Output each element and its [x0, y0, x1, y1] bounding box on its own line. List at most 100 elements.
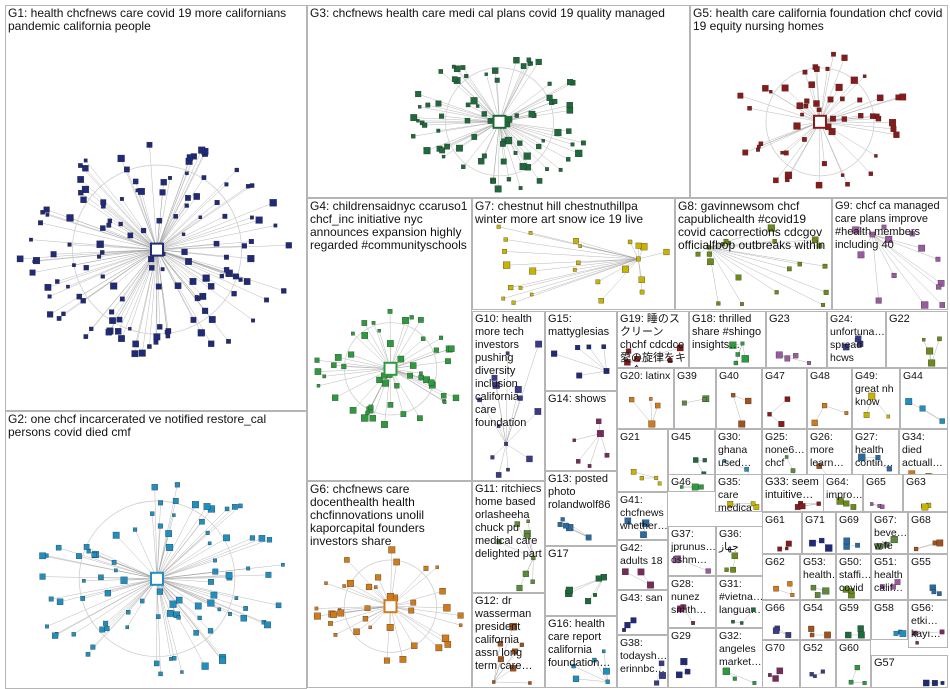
node	[732, 553, 738, 559]
node	[388, 309, 392, 313]
cluster-g61: G61	[762, 512, 802, 554]
node	[194, 193, 200, 199]
cluster-network	[308, 482, 472, 688]
node	[914, 547, 918, 551]
node	[361, 415, 368, 422]
cluster-network	[872, 555, 908, 600]
cluster-network	[308, 199, 472, 481]
node	[112, 560, 116, 564]
node	[84, 265, 89, 270]
cluster-g23: G23	[766, 311, 827, 368]
node	[831, 52, 835, 56]
node	[235, 168, 239, 172]
node	[281, 563, 284, 566]
node	[177, 616, 181, 620]
node	[740, 302, 743, 305]
cluster-g38: G38: todaysh… erinnbc…	[617, 635, 668, 688]
node	[707, 252, 712, 257]
edge	[579, 371, 606, 376]
node	[496, 472, 501, 477]
node	[566, 587, 573, 594]
node	[664, 249, 670, 255]
node	[491, 455, 495, 459]
node	[394, 383, 399, 388]
node	[571, 143, 575, 147]
cluster-network	[546, 617, 617, 688]
node	[870, 114, 875, 119]
node	[576, 459, 580, 463]
node	[515, 114, 519, 118]
node	[572, 664, 576, 668]
node	[626, 349, 631, 354]
node	[174, 214, 178, 218]
node	[777, 668, 783, 674]
node	[159, 672, 163, 676]
node	[887, 415, 890, 418]
cluster-g1: G1: health chcfnews care covid 19 more c…	[5, 5, 307, 411]
node	[198, 616, 202, 620]
node	[723, 459, 726, 462]
node	[941, 681, 944, 684]
node	[343, 584, 346, 587]
node	[225, 183, 229, 187]
node	[844, 544, 850, 550]
edge	[638, 252, 666, 259]
node	[492, 68, 498, 74]
node	[78, 190, 83, 195]
node	[387, 340, 393, 346]
node	[30, 270, 36, 276]
node	[421, 337, 425, 341]
node	[654, 476, 658, 480]
node	[932, 590, 936, 594]
node	[791, 468, 795, 472]
node	[840, 97, 844, 101]
node	[169, 657, 172, 660]
node	[745, 467, 749, 471]
node	[804, 99, 809, 104]
node	[905, 398, 912, 405]
node	[105, 590, 111, 596]
edge	[494, 627, 513, 682]
node	[84, 159, 87, 162]
node	[636, 243, 642, 249]
node	[124, 167, 129, 172]
cluster-network	[801, 601, 836, 640]
node	[485, 73, 488, 76]
node	[668, 358, 672, 362]
node	[751, 608, 755, 612]
node	[821, 670, 825, 674]
node	[517, 585, 523, 591]
node	[208, 628, 213, 633]
edge	[632, 400, 652, 424]
cluster-g67: G67: beve… wife	[871, 512, 908, 554]
node	[165, 330, 169, 334]
node	[622, 569, 628, 575]
node	[315, 607, 318, 610]
node	[741, 342, 744, 345]
node	[830, 116, 835, 121]
node	[895, 579, 900, 584]
node	[429, 380, 435, 386]
node	[167, 610, 173, 616]
node	[175, 482, 180, 487]
cluster-g58: G58	[871, 600, 908, 640]
node	[928, 360, 935, 367]
node	[324, 582, 327, 585]
cluster-g47: G47	[762, 368, 807, 429]
node	[573, 238, 578, 243]
cluster-network	[669, 629, 716, 688]
node	[55, 279, 59, 283]
node	[882, 225, 886, 229]
node	[120, 197, 124, 201]
edge	[136, 250, 157, 344]
node	[497, 225, 501, 229]
node	[439, 336, 443, 340]
node	[647, 582, 654, 589]
node	[576, 261, 580, 265]
node	[519, 286, 522, 289]
node	[417, 416, 422, 421]
node	[382, 380, 389, 387]
cluster-g2: G2: one chcf incarcerated ve notified re…	[5, 411, 307, 689]
node	[224, 255, 229, 260]
cluster-g62: G62	[762, 554, 800, 600]
